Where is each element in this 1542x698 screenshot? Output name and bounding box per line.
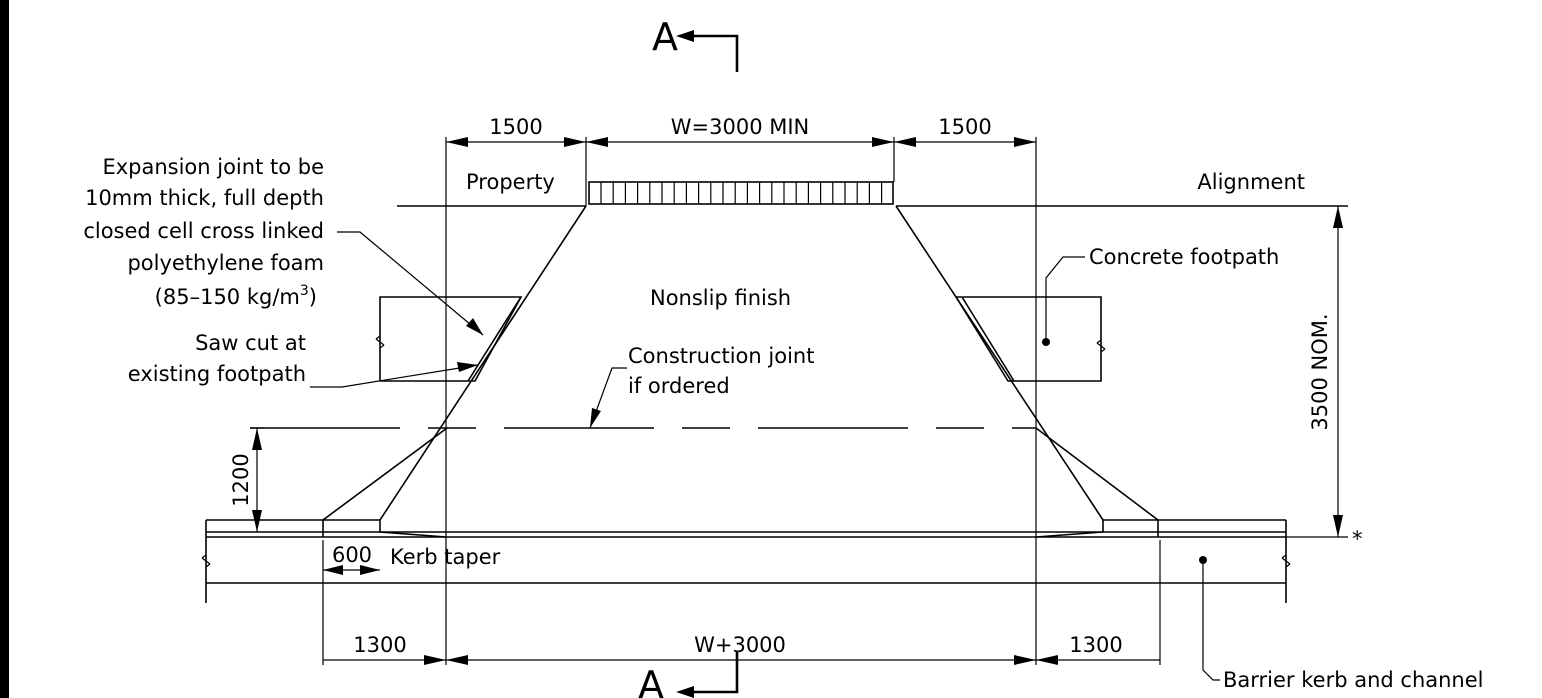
dim-taper: 600: [332, 543, 372, 567]
expansion-joint-note: Expansion joint to be 10mm thick, full d…: [83, 155, 324, 309]
foam-density-prefix: (85–150 kg/m: [155, 285, 300, 309]
nonslip-label: Nonslip finish: [650, 286, 791, 310]
dim-bottom-left: 1300: [353, 633, 406, 657]
dim-vertical-right: 3500 NOM.: [1308, 313, 1332, 430]
dim-top-right: 1500: [938, 115, 991, 139]
concrete-footpath-label: Concrete footpath: [1089, 245, 1279, 269]
section-marker-letter: A: [638, 663, 664, 698]
kerb-taper-label: Kerb taper: [390, 545, 501, 569]
expansion-joint-line-2: 10mm thick, full depth: [85, 186, 324, 210]
top-dimension-texts: 1500 W=3000 MIN 1500: [489, 115, 991, 139]
tactile-strip: [588, 181, 894, 205]
construction-joint-label-2: if ordered: [628, 374, 730, 398]
saw-cut-line-2: existing footpath: [128, 362, 306, 386]
section-marker-top: A: [652, 15, 739, 72]
asterisk-mark: *: [1352, 527, 1363, 551]
footpath-right: [955, 296, 1106, 382]
foam-density: (85–150 kg/m3): [155, 283, 317, 309]
expansion-joint-line-1: Expansion joint to be: [102, 155, 324, 179]
property-label: Property: [466, 170, 555, 194]
foam-density-suffix: ): [309, 285, 317, 309]
crossing-outline: [322, 205, 1159, 521]
barrier-kerb-channel: [201, 519, 1291, 603]
dimension-lines: [250, 137, 1348, 665]
foam-density-exponent: 3: [300, 283, 309, 299]
sheet-border: [0, 0, 9, 698]
construction-joint-label-1: Construction joint: [628, 344, 814, 368]
saw-cut-line-1: Saw cut at: [195, 331, 306, 355]
extension-lines: [322, 137, 1161, 665]
barrier-kerb-label: Barrier kerb and channel: [1223, 668, 1484, 692]
leader-lines: [310, 231, 1220, 681]
dim-bottom-center: W+3000: [694, 633, 786, 657]
dim-top-center: W=3000 MIN: [671, 115, 810, 139]
dim-top-left: 1500: [489, 115, 542, 139]
section-marker-bottom: A: [638, 652, 739, 698]
expansion-joint-line-3: closed cell cross linked: [83, 219, 324, 243]
footpath-left: [375, 296, 523, 382]
alignment-label: Alignment: [1197, 170, 1305, 194]
dim-vertical-left: 1200: [229, 453, 253, 506]
expansion-joint-line-4: polyethylene foam: [127, 251, 324, 275]
section-marker-letter: A: [652, 15, 678, 59]
dim-bottom-right: 1300: [1069, 633, 1122, 657]
